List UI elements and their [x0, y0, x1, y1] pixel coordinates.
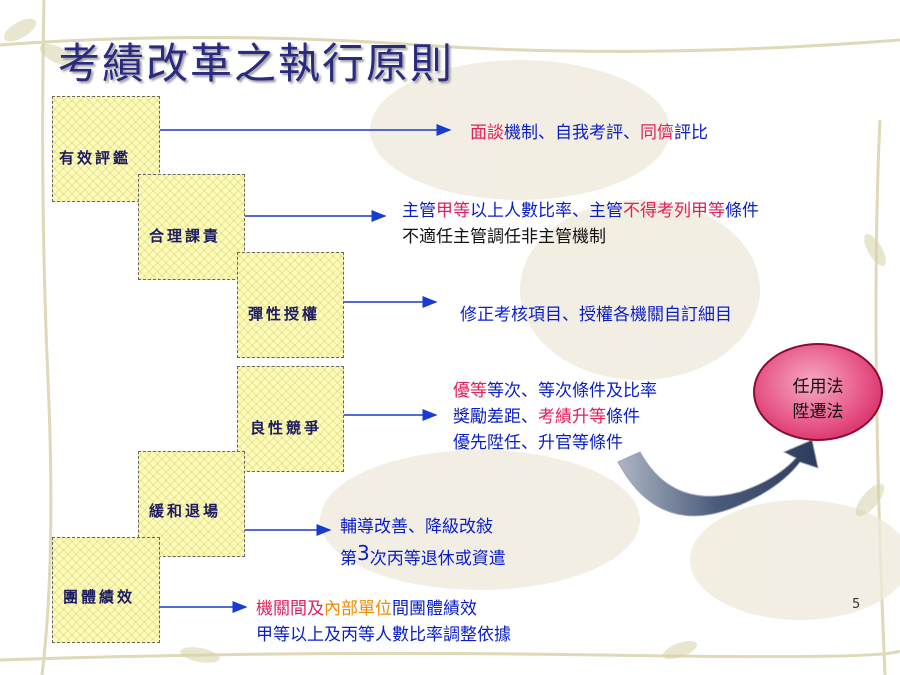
- row-exit-line1: 輔導改善、降級改敍: [340, 517, 493, 537]
- text-conditions: 條件: [725, 201, 759, 221]
- text-between-agencies: 機關間及: [256, 599, 324, 619]
- text-interview: 面談: [470, 123, 504, 143]
- row-competition-line2: 獎勵差距、考績升等條件: [453, 406, 640, 428]
- text-rating: 評比: [674, 123, 708, 143]
- row-competition-line3: 優先陞任、升官等條件: [453, 433, 623, 453]
- text-mechanism: 機制、自我考評、: [504, 123, 640, 143]
- text-not-grade-a: 不得考列甲等: [623, 201, 725, 221]
- row-competition-line1: 優等等次、等次條件及比率: [453, 380, 657, 402]
- row-group-line1: 機關間及內部單位間團體績效: [256, 598, 477, 620]
- principle-label: 團體績效: [63, 588, 136, 606]
- oval-line2: 陞遷法: [792, 402, 844, 422]
- principle-box-healthy-competition: 良性競爭: [237, 366, 344, 472]
- principle-box-reasonable-accountability: 合理課責: [138, 174, 245, 280]
- text-rank-promotion: 考績升等: [538, 407, 606, 427]
- law-oval: 任用法 陞遷法: [753, 343, 883, 441]
- text-internal-units: 內部單位: [324, 599, 392, 619]
- text-number: 3: [357, 541, 370, 565]
- text-conditions: 條件: [606, 407, 640, 427]
- text-ratio: 以上人數比率、主管: [470, 201, 623, 221]
- page-number: 5: [852, 597, 861, 612]
- row-effective-evaluation: 面談機制、自我考評、同儕評比: [470, 122, 708, 144]
- principle-box-group-performance: 團體績效: [52, 537, 160, 643]
- text-prefix: 第: [340, 549, 357, 569]
- row-exit-line2: 第3次丙等退休或資遣: [340, 542, 506, 570]
- text-group-performance: 間團體績效: [392, 599, 477, 619]
- text-reward-gap: 獎勵差距、: [453, 407, 538, 427]
- principle-label: 緩和退場: [149, 502, 222, 520]
- oval-line1: 任用法: [792, 377, 844, 397]
- page-title: 考績改革之執行原則: [58, 39, 455, 88]
- row-accountability-line2: 不適任主管調任非主管機制: [402, 227, 606, 247]
- text-suffix: 次丙等退休或資遣: [369, 549, 506, 569]
- text-grade-conditions: 等次、等次條件及比率: [487, 381, 657, 401]
- text-grade-a: 甲等: [436, 201, 470, 221]
- text-supervisor: 主管: [402, 201, 436, 221]
- principle-label: 有效評鑑: [59, 149, 132, 167]
- row-flexible-authorization: 修正考核項目、授權各機關自訂細目: [460, 305, 732, 325]
- row-accountability-line1: 主管甲等以上人數比率、主管不得考列甲等條件: [402, 200, 759, 222]
- curved-arrow-icon: [617, 439, 819, 517]
- principle-label: 合理課責: [149, 227, 222, 245]
- text-peer: 同儕: [640, 123, 674, 143]
- principle-box-flexible-authorization: 彈性授權: [237, 252, 344, 358]
- row-group-line2: 甲等以上及丙等人數比率調整依據: [256, 625, 511, 645]
- principle-label: 彈性授權: [248, 305, 321, 323]
- text-excellent: 優等: [453, 381, 487, 401]
- principle-label: 良性競爭: [250, 419, 323, 437]
